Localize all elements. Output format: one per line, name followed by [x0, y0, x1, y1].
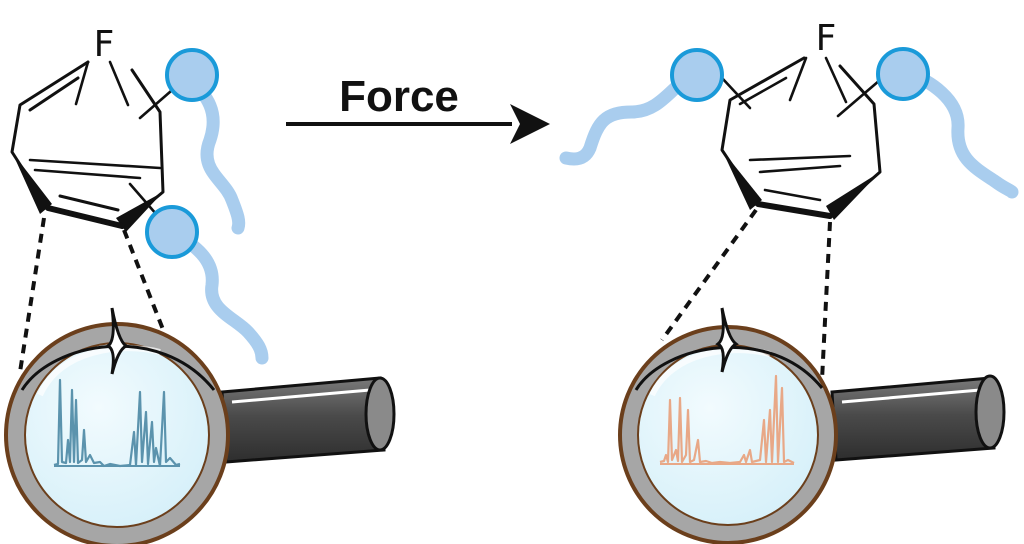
zoom-guide-line	[660, 208, 758, 342]
polymer-bead-icon	[145, 205, 199, 259]
wedge-bond	[116, 192, 163, 232]
polymer-bead-icon	[165, 48, 219, 102]
product-group: F	[559, 18, 1019, 381]
reactant-group: F	[10, 24, 269, 373]
zoom-guide-line	[18, 217, 46, 373]
wedge-bond	[722, 150, 762, 210]
polymer-chain-upper	[183, 71, 246, 235]
sparkle-icon	[105, 307, 129, 375]
polymer-chain-left	[559, 65, 702, 166]
fluorine-label-reactant: F	[94, 24, 115, 65]
handle-cap	[974, 374, 1006, 450]
zoom-guide-line	[122, 229, 166, 333]
handle-cap	[364, 376, 396, 452]
zoom-guide-line	[820, 221, 832, 381]
wedge-bond	[826, 172, 880, 220]
magnifier-lens	[24, 342, 210, 528]
fluorocyclooctatetraene-product	[720, 56, 882, 220]
polymer-bead-icon	[876, 47, 930, 101]
magnifying-glass-icon	[618, 307, 1006, 544]
arrow-label: Force	[339, 72, 459, 121]
fluorocyclooctatetraene-reactant	[10, 60, 188, 232]
polymer-chain-right	[898, 65, 1019, 199]
wedge-bond	[12, 152, 52, 214]
polymer-bead-icon	[670, 48, 724, 102]
sparkle-icon	[715, 307, 739, 373]
fluorine-label-product: F	[816, 18, 837, 59]
reaction-arrow: Force	[286, 72, 550, 144]
arrow-head-icon	[510, 104, 550, 144]
magnifying-glass-icon	[4, 307, 396, 544]
polymer-chain-lower	[165, 225, 269, 365]
spectrum-after	[659, 374, 795, 465]
